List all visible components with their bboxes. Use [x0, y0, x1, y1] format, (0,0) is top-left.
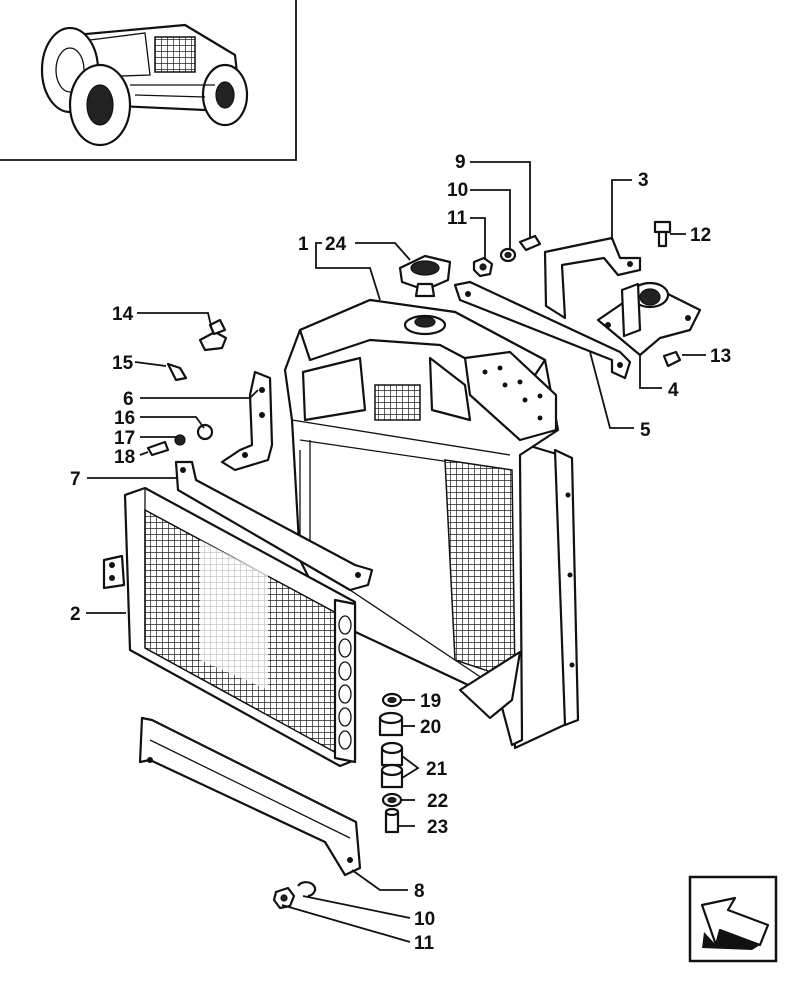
mounting-bracket	[596, 281, 702, 357]
callout-11-upper: 11	[447, 208, 468, 229]
bottom-nut	[272, 886, 296, 910]
bracket	[543, 236, 642, 320]
leader-lines	[86, 161, 706, 943]
callout-11-lower: 11	[414, 933, 435, 954]
callout-19: 19	[420, 691, 441, 712]
bolt	[518, 220, 682, 368]
callout-8: 8	[414, 881, 425, 902]
callout-9: 9	[455, 152, 466, 173]
bottom-washer	[297, 881, 317, 898]
callout-24: 24	[325, 234, 347, 255]
callout-5: 5	[640, 420, 651, 441]
prev-arrow-icon[interactable]	[688, 875, 778, 963]
callout-10-upper: 10	[447, 180, 468, 201]
support-bar	[453, 280, 632, 380]
lower-bolt	[384, 807, 400, 834]
callout-6: 6	[123, 389, 134, 410]
side-bracket	[220, 370, 274, 472]
callout-7: 7	[70, 469, 81, 490]
tractor-thumbnail-icon	[0, 0, 297, 161]
hardware-bolts	[146, 318, 228, 457]
lower-bar	[138, 716, 362, 877]
callout-14: 14	[112, 304, 134, 325]
lower-washer	[381, 792, 403, 808]
callout-13: 13	[710, 346, 731, 367]
callout-16: 16	[114, 408, 135, 429]
radiator-cap	[398, 254, 452, 298]
callout-4: 4	[668, 380, 679, 401]
radiator-housing	[283, 298, 580, 750]
mount-washer	[381, 692, 403, 708]
callout-21: 21	[426, 759, 448, 780]
callout-12: 12	[690, 225, 711, 246]
callout-18: 18	[114, 447, 135, 468]
callout-22: 22	[427, 791, 448, 812]
rubber-mounts	[380, 741, 404, 789]
callout-17: 17	[114, 428, 135, 449]
callout-3: 3	[638, 170, 649, 191]
callout-23: 23	[427, 817, 448, 838]
rubber-mount	[378, 711, 404, 737]
upper-bar	[174, 460, 374, 592]
callout-2: 2	[70, 604, 81, 625]
callout-15: 15	[112, 353, 134, 374]
callout-20: 20	[420, 717, 441, 738]
nut	[472, 256, 494, 278]
callout-10-lower: 10	[414, 909, 435, 930]
callout-labels: 1 24 9 10 11 3 12 13 4 5 14 15 6 16 17 1…	[70, 152, 731, 954]
oil-cooler	[102, 486, 357, 768]
callout-1: 1	[298, 234, 309, 255]
washer	[499, 247, 517, 263]
